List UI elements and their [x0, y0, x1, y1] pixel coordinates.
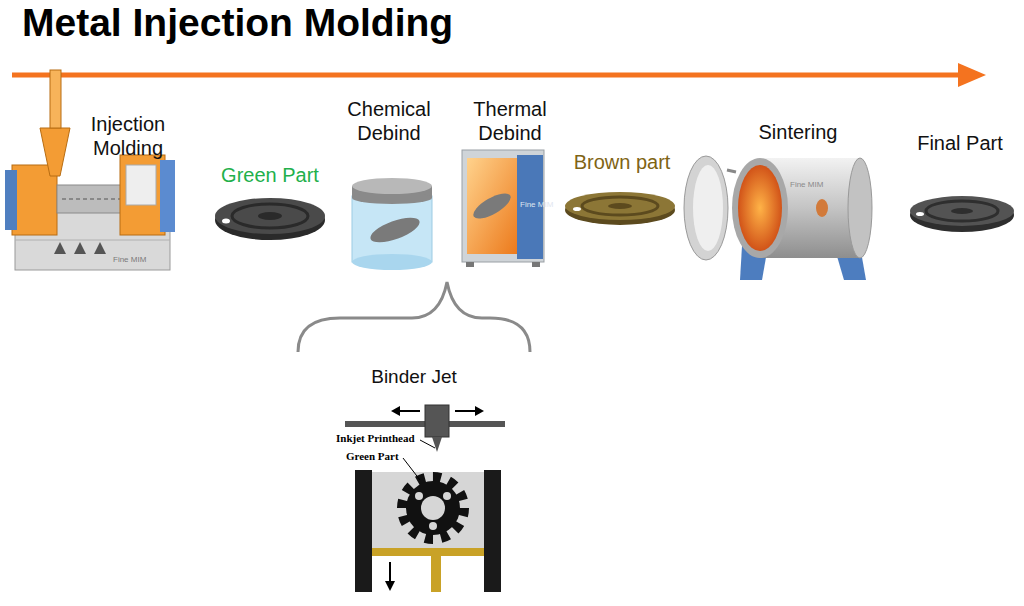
- feed-tube: [50, 70, 61, 128]
- stage-caption: Thermal Debind: [458, 97, 562, 145]
- disk-hub: [608, 203, 632, 209]
- disk-ring: [582, 197, 658, 215]
- watermark-text: Fine MIM: [790, 180, 823, 190]
- disk-ring: [232, 204, 308, 228]
- caption-text: Binder Jet: [354, 365, 474, 388]
- clamp-unit: [120, 155, 165, 235]
- motion-arrow: [455, 410, 477, 412]
- motion-arrowhead: [391, 406, 400, 416]
- motion-arrow: [398, 410, 420, 412]
- brown-part-disk: [565, 192, 675, 225]
- nozzle: [432, 437, 442, 452]
- oven-foot: [466, 262, 474, 267]
- jar-bottom: [352, 254, 432, 270]
- arrow-head: [958, 63, 986, 87]
- screw: [62, 198, 120, 200]
- watermark-text: Fine MIM: [520, 200, 553, 210]
- door-hinge: [727, 170, 736, 172]
- base-mark: [94, 242, 106, 254]
- base-mark: [74, 242, 86, 254]
- stage-caption: Brown part: [552, 150, 692, 174]
- base-line: [15, 240, 170, 241]
- disk-hole: [222, 219, 230, 224]
- sintering-furnace: [684, 156, 872, 280]
- gear-hole: [443, 492, 451, 500]
- caption-text: Chemical Debind: [337, 97, 441, 145]
- injection-machine: [5, 70, 175, 270]
- furnace-port: [816, 199, 828, 217]
- down-arrow: [389, 562, 391, 583]
- bed-wall: [355, 470, 372, 592]
- end-panel: [160, 160, 175, 232]
- stage-caption: Green Part: [200, 163, 340, 187]
- down-arrowhead: [385, 581, 395, 591]
- oven-part: [470, 189, 514, 224]
- base-mark: [54, 242, 66, 254]
- furnace-end: [848, 158, 872, 258]
- platform-rod: [431, 556, 441, 592]
- stage-caption: Final Part: [900, 131, 1020, 155]
- caption-text: Sintering: [738, 120, 858, 144]
- callout-label: Green Part: [346, 450, 399, 463]
- disk-hub: [951, 208, 973, 214]
- gear-hole: [415, 492, 423, 500]
- disk-top: [910, 196, 1014, 226]
- door-inner: [693, 165, 723, 251]
- jar-lid-top: [352, 178, 432, 194]
- final-part-disk: [910, 196, 1014, 232]
- furnace-fire: [738, 165, 782, 251]
- timeline-arrow: [12, 63, 986, 87]
- arrow-shaft: [12, 73, 962, 78]
- printhead: [425, 405, 449, 437]
- oven-window: [467, 158, 517, 254]
- debind-jar: [352, 178, 432, 270]
- furnace-mouth: [732, 158, 788, 258]
- disk-hub: [258, 212, 282, 220]
- caption-text: Injection Molding: [76, 112, 180, 160]
- callout-label: Inkjet Printhead: [336, 432, 415, 445]
- curly-bracket: [298, 282, 530, 352]
- leader-line: [403, 458, 420, 480]
- stage-caption: Injection Molding: [76, 112, 180, 160]
- oven-foot: [532, 262, 540, 267]
- hopper: [40, 128, 70, 176]
- end-panel: [5, 170, 17, 230]
- disk-top: [215, 198, 325, 234]
- gear-bore: [421, 496, 445, 520]
- clamp-window: [126, 165, 156, 205]
- caption-text: Green Part: [200, 163, 340, 187]
- motion-arrowhead: [475, 406, 484, 416]
- powder-bed: [372, 472, 484, 548]
- disk-ring: [926, 201, 998, 221]
- caption-text: Final Part: [900, 131, 1020, 155]
- disk-hole: [573, 207, 581, 211]
- build-platform: [372, 548, 484, 556]
- disk-top: [565, 192, 675, 220]
- stage-caption: Chemical Debind: [337, 97, 441, 145]
- disk-hole: [916, 212, 924, 216]
- gear-body: [406, 481, 460, 535]
- jar-body: [352, 196, 432, 262]
- stage-caption: Binder Jet: [354, 365, 474, 388]
- watermark-text: Fine MIM: [113, 255, 146, 265]
- barrel: [57, 185, 125, 213]
- immersed-part: [367, 213, 422, 248]
- gear-teeth: [402, 477, 464, 539]
- furnace-door: [684, 156, 728, 260]
- bed-wall: [484, 470, 501, 592]
- caption-text: Thermal Debind: [458, 97, 562, 145]
- diagram-title: Metal Injection Molding: [22, 0, 453, 46]
- gear-hole: [429, 522, 437, 530]
- caption-text: Brown part: [552, 150, 692, 174]
- green-part-disk: [215, 198, 325, 240]
- stage-caption: Sintering: [738, 120, 858, 144]
- leader-line: [420, 440, 435, 448]
